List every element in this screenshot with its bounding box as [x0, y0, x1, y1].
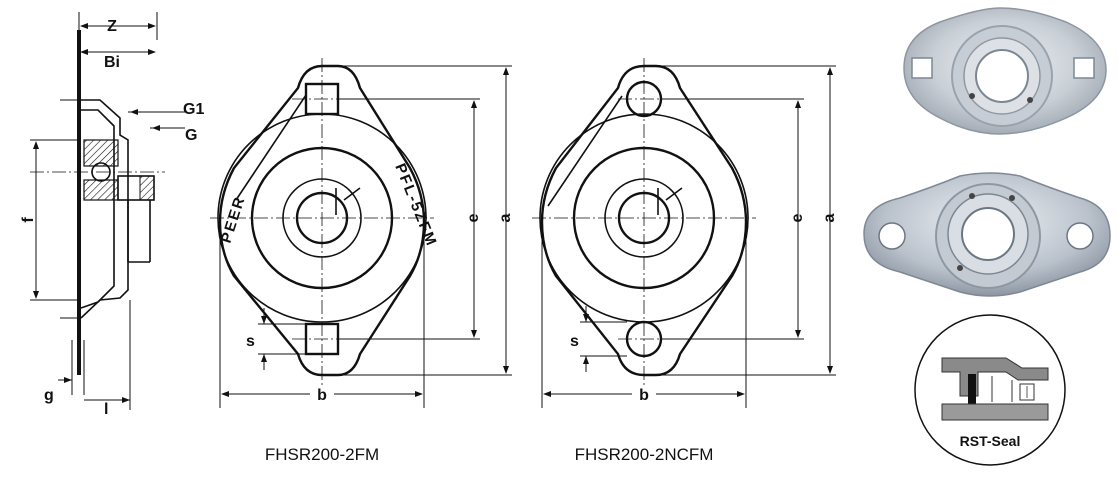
g1-label: G1	[183, 101, 204, 118]
rst-seal-inset: RST-Seal	[914, 314, 1066, 466]
bi-label: Bi	[104, 54, 120, 71]
caption-fhsr200-2ncfm: FHSR200-2NCFM	[575, 445, 714, 464]
side-section-view: Z Bi G1 G f	[20, 12, 204, 418]
s-label-2ncfm: s	[570, 333, 579, 350]
rst-seal-label: RST-Seal	[960, 433, 1021, 449]
s-label-2fm: s	[246, 333, 255, 350]
e-label-2fm: e	[465, 213, 482, 222]
caption-fhsr200-2fm: FHSR200-2FM	[265, 445, 379, 464]
a-label-2ncfm: a	[821, 213, 838, 222]
fhsr200-2ncfm-front-view: e a s b FHSR200-2NCFM	[532, 58, 838, 464]
g-label: G	[185, 127, 197, 144]
a-label-2fm: a	[497, 213, 514, 222]
f-label: f	[20, 217, 37, 223]
round-hole-flange-photo	[863, 172, 1111, 297]
e-label-2ncfm: e	[789, 213, 806, 222]
square-hole-flange-photo	[903, 7, 1107, 135]
l-label: l	[104, 401, 108, 418]
fhsr200-2fm-front-view: PEER PFL-5ZFM e a s b FHSR200-2FM	[210, 58, 514, 464]
g-small-label: g	[44, 387, 54, 404]
z-label: Z	[107, 18, 117, 35]
b-label-2fm: b	[317, 387, 327, 404]
b-label-2ncfm: b	[639, 387, 649, 404]
